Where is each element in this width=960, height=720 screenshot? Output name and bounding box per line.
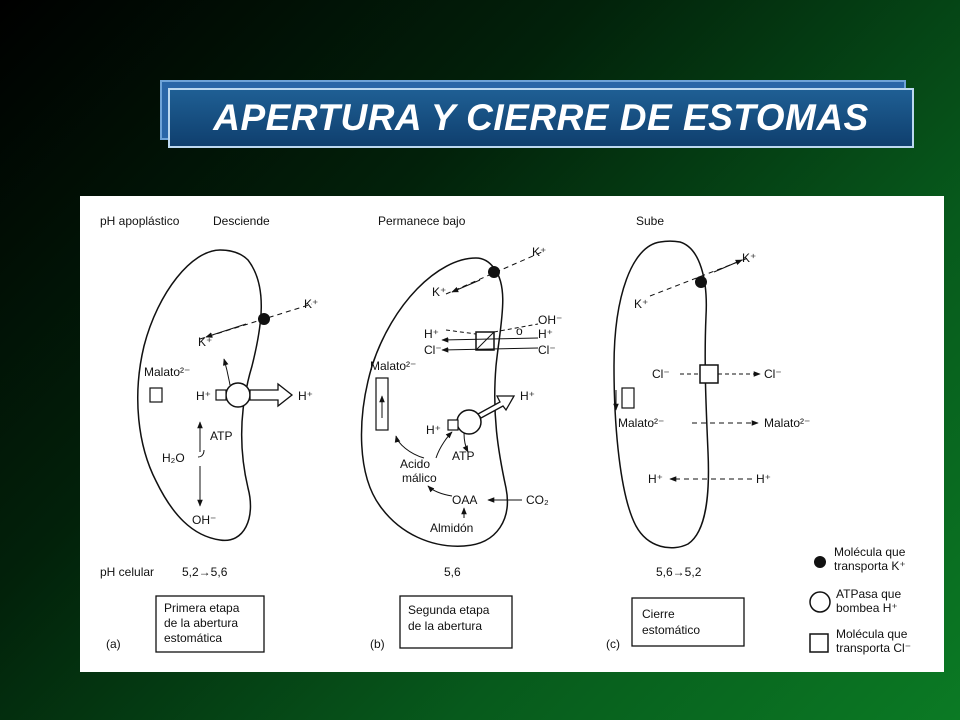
stage-b-line2: de la abertura <box>408 619 482 633</box>
stage-c-line1: Cierre <box>642 607 675 621</box>
h-in-b2: H⁺ <box>426 423 441 437</box>
oaa-b: OAA <box>452 493 477 507</box>
slide-title: APERTURA Y CIERRE DE ESTOMAS <box>213 97 869 138</box>
k-arrow-in-b <box>451 279 481 293</box>
k-out-c: K⁺ <box>742 251 756 265</box>
k-transporter-a <box>258 313 270 325</box>
legend-dot-line2: transporta K⁺ <box>834 559 906 573</box>
h-in-arrow-b <box>441 337 539 343</box>
oh-a: OH⁻ <box>192 513 216 527</box>
h-efflux-arrow-a <box>249 382 294 408</box>
stage-a-line3: estomática <box>164 631 222 645</box>
stage-c-line2: estomático <box>642 623 700 637</box>
legend-cl-transporter-icon <box>809 633 829 653</box>
guard-cell-c-outline <box>613 240 710 549</box>
guard-cell-b-outline <box>360 257 508 547</box>
stage-a-line2: de la abertura <box>164 616 238 630</box>
h-in-b: H⁺ <box>424 327 439 341</box>
k-in-b: K⁺ <box>432 285 446 299</box>
stage-a-letter: (a) <box>106 637 121 651</box>
stage-b-box <box>399 595 513 649</box>
stage-c-letter: (c) <box>606 637 620 651</box>
h-in-a: H⁺ <box>196 389 211 403</box>
h-entry-box-b <box>447 419 459 431</box>
k-arrow-out-c <box>713 259 743 273</box>
h-entry-box-a <box>215 389 227 401</box>
malate-box-c <box>621 387 635 409</box>
k-arrow-in-a <box>205 323 247 338</box>
h-out-c: H⁺ <box>756 472 771 486</box>
h-out-a: H⁺ <box>298 389 313 403</box>
malate-box-a <box>149 387 163 403</box>
stage-c-box <box>631 597 745 647</box>
malato-out-c: Malato²⁻ <box>764 416 810 430</box>
cl-out-b: Cl⁻ <box>538 343 556 357</box>
acido-to-malate-arrow-b <box>394 435 425 459</box>
atpase-a <box>225 382 251 408</box>
k-transporter-b <box>488 266 500 278</box>
header-desciende: Desciende <box>213 214 270 228</box>
cl-out-c: Cl⁻ <box>764 367 782 381</box>
atp-b: ATP <box>452 449 474 463</box>
ph-celular-label: pH celular <box>100 565 154 579</box>
cl-in-b: Cl⁻ <box>424 343 442 357</box>
legend-square-line1: Molécula que <box>836 627 908 641</box>
legend-dot-line1: Molécula que <box>834 545 906 559</box>
k-transporter-c <box>695 276 707 288</box>
ph-apoplastic-label: pH apoplástico <box>100 214 180 228</box>
legend-square-line2: transporta Cl⁻ <box>836 641 911 655</box>
malato-a: Malato²⁻ <box>144 365 190 379</box>
malato-in-c: Malato²⁻ <box>618 416 664 430</box>
k-out-b: K⁺ <box>532 245 546 259</box>
cl-transporter-b-slash <box>475 331 495 351</box>
header-permanece-bajo: Permanece bajo <box>378 214 466 228</box>
stage-b-line1: Segunda etapa <box>408 603 490 617</box>
acido-b: Acido <box>400 457 430 471</box>
legend-circle-line2: bombea H⁺ <box>836 601 898 615</box>
cl-transporter-c <box>699 364 719 384</box>
guard-cell-a-outline <box>137 249 262 542</box>
oh-out-b: OH⁻ <box>538 313 562 327</box>
legend-atpase-icon <box>809 591 831 613</box>
header-sube: Sube <box>636 214 664 228</box>
h-efflux-arrow-b <box>477 395 516 419</box>
stomata-diagram: pH apoplástico Desciende Permanece bajo … <box>80 196 944 672</box>
o-out-b: o <box>516 324 523 338</box>
ph-a: 5,2→5,6 <box>182 565 228 579</box>
stage-a-box <box>155 595 265 653</box>
atpase-curve-b <box>462 432 469 453</box>
acido-to-h-arrow-b <box>435 431 453 459</box>
oaa-to-acido-arrow-b <box>427 485 453 497</box>
atpase-curve-a <box>223 358 231 386</box>
h-out-b2: H⁺ <box>520 389 535 403</box>
h-out-b: H⁺ <box>538 327 553 341</box>
stage-a-line1: Primera etapa <box>164 601 240 615</box>
split-brace-a <box>197 449 205 458</box>
atp-a: ATP <box>210 429 232 443</box>
co2-b: CO₂ <box>526 493 549 507</box>
ph-c: 5,6→5,2 <box>656 565 702 579</box>
malato-b: Malato²⁻ <box>370 359 416 373</box>
cl-in-c: Cl⁻ <box>652 367 670 381</box>
k-in-a: K⁺ <box>198 335 212 349</box>
legend-k-transporter-icon <box>814 556 826 568</box>
h2o-a: H₂O <box>162 451 185 465</box>
legend-circle-line1: ATPasa que <box>836 587 901 601</box>
ph-b: 5,6 <box>444 565 461 579</box>
cl-in-arrow-b <box>441 347 539 353</box>
k-out-a: K⁺ <box>304 297 318 311</box>
malico-b: málico <box>402 471 437 485</box>
stage-b-letter: (b) <box>370 637 385 651</box>
oh-dash-out-b <box>493 323 539 333</box>
h-oh-dash-b <box>445 329 477 335</box>
title-box: APERTURA Y CIERRE DE ESTOMAS <box>168 88 914 148</box>
k-in-c: K⁺ <box>634 297 648 311</box>
almidon-b: Almidón <box>430 521 473 535</box>
title-banner: APERTURA Y CIERRE DE ESTOMAS <box>160 80 914 148</box>
h-in-c: H⁺ <box>648 472 663 486</box>
